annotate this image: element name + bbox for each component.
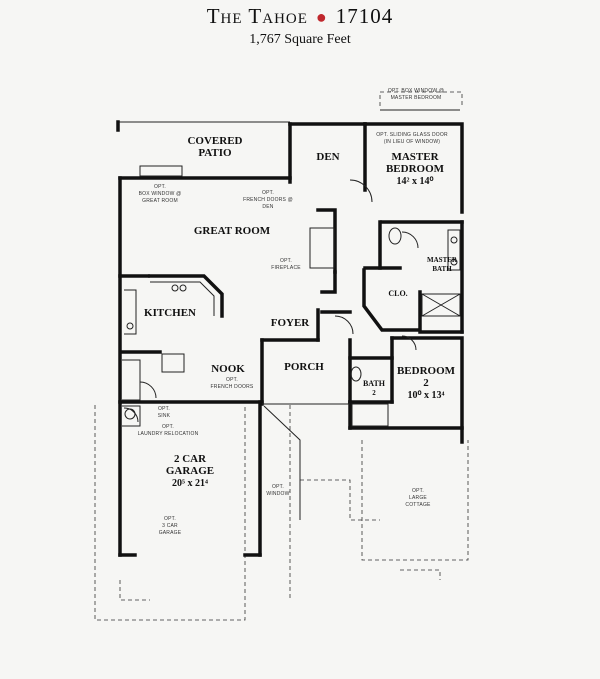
opt-box-window-great-3: GREAT ROOM	[142, 198, 178, 204]
opt-large-cottage-3: COTTAGE	[405, 502, 431, 508]
bedroom2-size: 10⁰ x 13⁴	[407, 390, 444, 401]
bath2-label-2: 2	[372, 389, 376, 397]
garage-size: 20⁵ x 21⁴	[172, 478, 208, 489]
opt-box-window-master-2: MASTER BEDROOM	[391, 95, 442, 101]
opt-3-car-garage-1: OPT.	[164, 516, 176, 522]
opt-3-car-garage-2: 3 CAR	[162, 523, 178, 529]
opt-laundry-1: OPT.	[162, 424, 174, 430]
opt-french-doors-den-1: OPT.	[262, 190, 274, 196]
opt-sliding-door-2: (IN LIEU OF WINDOW)	[384, 139, 440, 145]
master-bedroom-size: 14² x 14⁰	[396, 176, 433, 187]
opt-french-doors-nook-1: OPT.	[226, 377, 238, 383]
square-feet: 1,767 Square Feet	[249, 32, 351, 47]
opt-large-cottage-2: LARGE	[409, 495, 427, 501]
garage-label-2: GARAGE	[166, 465, 214, 477]
bedroom2-label-2: 2	[423, 377, 429, 389]
closet-label: CLO.	[388, 289, 407, 298]
door-swings	[123, 179, 419, 520]
master-bath-label-2: BATH	[432, 265, 452, 273]
opt-sliding-door-1: OPT. SLIDING GLASS DOOR	[376, 132, 448, 138]
bedroom2-label-1: BEDROOM	[397, 365, 456, 377]
opt-fireplace-2: FIREPLACE	[271, 265, 301, 271]
den-label: DEN	[316, 151, 339, 163]
bullet-icon: ●	[315, 7, 328, 27]
plan-title: The Tahoe ● 17104	[0, 4, 600, 29]
walls	[116, 109, 464, 557]
porch-label: PORCH	[284, 361, 324, 373]
opt-box-window-great-2: BOX WINDOW @	[139, 191, 182, 197]
master-bath-label-1: MASTER	[427, 256, 458, 264]
kitchen-label: KITCHEN	[144, 307, 196, 319]
room-labels: COVERED PATIO DEN MASTER BEDROOM 14² x 1…	[144, 135, 458, 489]
great-room-label: GREAT ROOM	[194, 225, 271, 237]
foyer-label: FOYER	[271, 317, 311, 329]
opt-french-doors-nook-2: FRENCH DOORS	[211, 384, 254, 390]
option-outlines	[94, 91, 469, 621]
bath2-label-1: BATH	[363, 379, 386, 388]
opt-laundry-2: LAUNDRY RELOCATION	[138, 431, 199, 437]
opt-french-doors-den-2: FRENCH DOORS @	[243, 197, 293, 203]
covered-patio-label-2: PATIO	[198, 147, 232, 159]
opt-box-window-master-1: OPT. BOX WINDOW @	[388, 88, 444, 94]
opt-garage-window-1: OPT.	[272, 484, 284, 490]
plan-name: The Tahoe	[206, 4, 308, 28]
master-bedroom-label-2: BEDROOM	[386, 163, 445, 175]
garage-label-1: 2 CAR	[174, 453, 207, 465]
opt-french-doors-den-3: DEN	[262, 204, 273, 210]
opt-garage-window-2: WINDOW	[266, 491, 289, 497]
opt-fireplace-1: OPT.	[280, 258, 292, 264]
covered-patio-label-1: COVERED	[187, 135, 242, 147]
plan-number: 17104	[335, 4, 394, 28]
opt-sink-1: OPT.	[158, 406, 170, 412]
option-notes: OPT. BOX WINDOW @ MASTER BEDROOM OPT. SL…	[138, 88, 448, 536]
nook-label: NOOK	[211, 363, 245, 375]
opt-3-car-garage-3: GARAGE	[159, 530, 182, 536]
plan-header: The Tahoe ● 17104 1,767 Square Feet	[0, 4, 600, 48]
opt-sink-2: SINK	[158, 413, 171, 419]
fixtures	[124, 227, 458, 420]
opt-large-cottage-1: OPT.	[412, 488, 424, 494]
opt-box-window-great-1: OPT.	[154, 184, 166, 190]
master-bedroom-label-1: MASTER	[391, 151, 439, 163]
